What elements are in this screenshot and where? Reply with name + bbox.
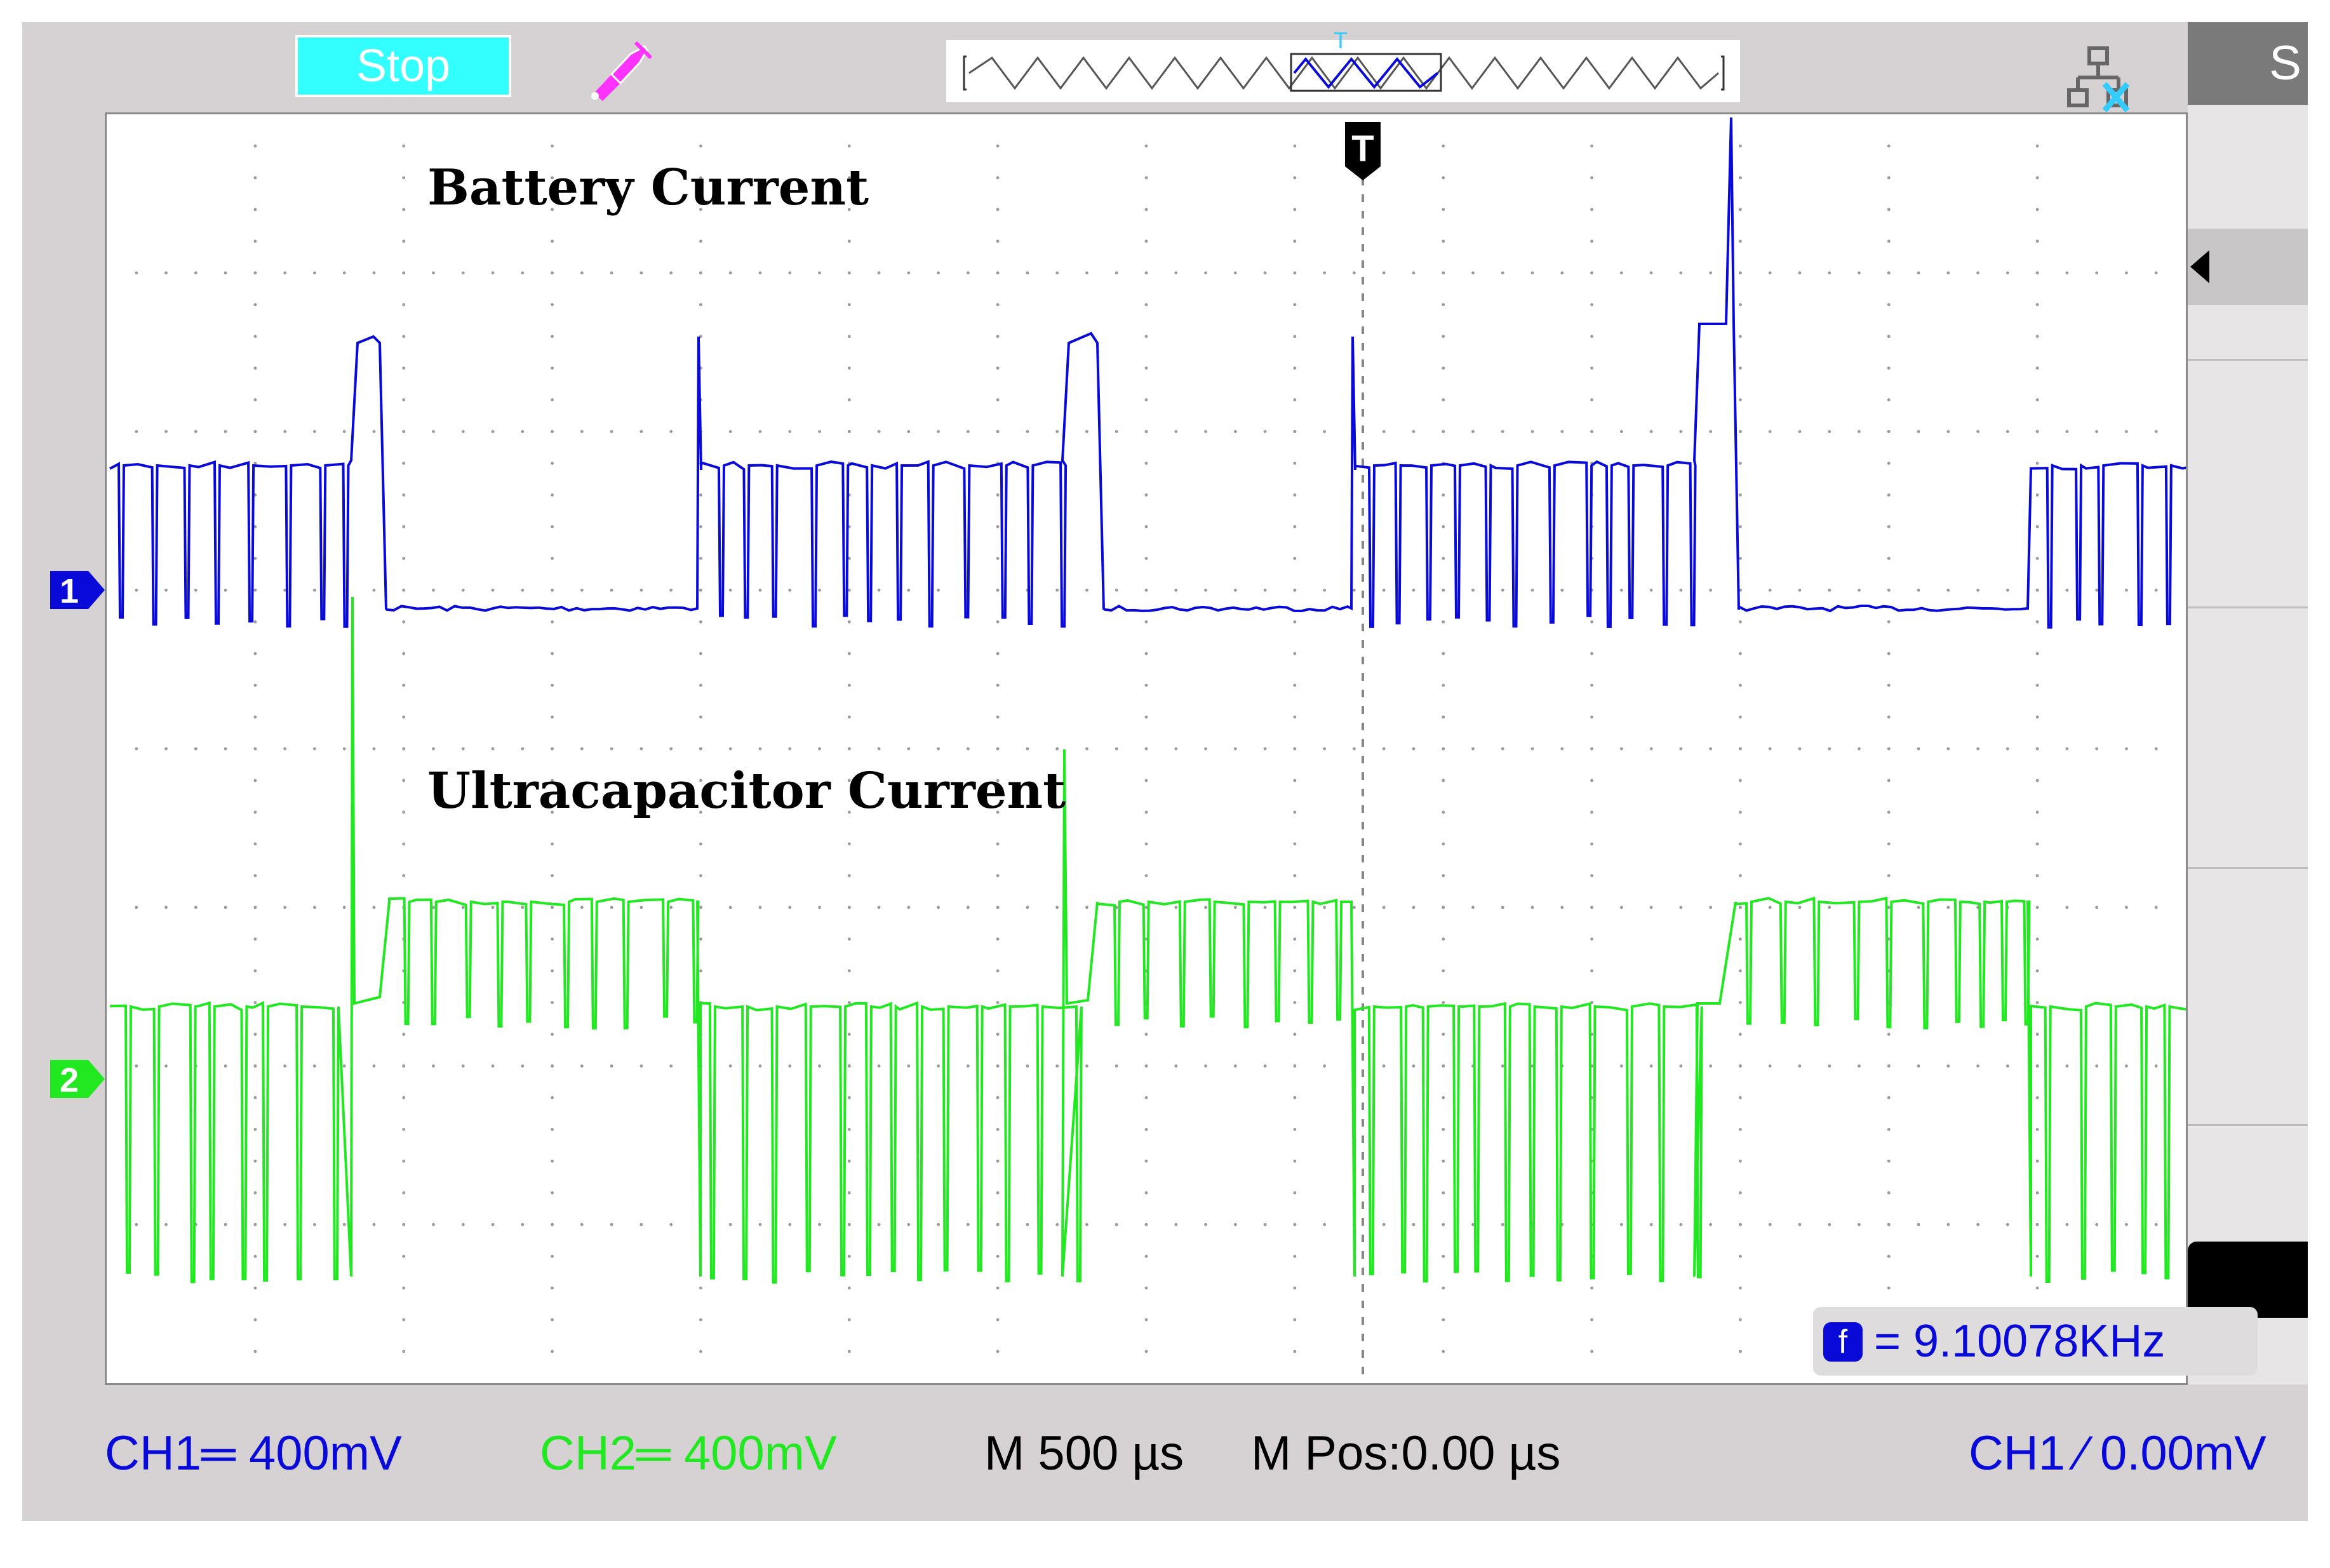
trigger-setting[interactable]: CH1 ∕ 0.00mV: [1969, 1426, 2266, 1480]
side-menu-divider: [2188, 867, 2308, 869]
graticule-grid: [135, 144, 2158, 1353]
probe-icon[interactable]: [581, 35, 657, 105]
channel1-marker[interactable]: 1: [50, 568, 106, 612]
frequency-icon: f: [1823, 1322, 1863, 1362]
run-stop-button[interactable]: Stop: [295, 35, 511, 97]
waveform-display: T Battery Current Ultracapacitor Current…: [105, 112, 2258, 1385]
trigger-line: [1362, 178, 1364, 1374]
trigger-point-marker: T: [1345, 122, 1381, 180]
side-menu-active-item[interactable]: [2188, 1242, 2308, 1318]
oscilloscope-screen: Stop T S: [22, 22, 2308, 1521]
waveform-position-bar[interactable]: [946, 40, 1740, 102]
channel2-trace: [109, 596, 2186, 1284]
ch1-scale[interactable]: CH1═ 400mV: [105, 1426, 402, 1480]
network-icon: [2067, 46, 2130, 112]
side-menu-divider: [2188, 606, 2308, 608]
battery-current-label: Battery Current: [427, 159, 869, 217]
timebase[interactable]: M 500 µs: [984, 1426, 1184, 1480]
side-menu-tab[interactable]: S: [2188, 22, 2308, 105]
ultracapacitor-current-label: Ultracapacitor Current: [427, 762, 1066, 820]
side-menu-divider: [2188, 359, 2308, 361]
side-menu-panel: S: [2188, 22, 2308, 1384]
status-bar: CH1═ 400mV CH2═ 400mV M 500 µs M Pos:0.0…: [22, 1388, 2308, 1521]
channel1-trace: [109, 117, 2186, 629]
horizontal-position[interactable]: M Pos:0.00 µs: [1251, 1426, 1561, 1480]
frequency-value: = 9.10078KHz: [1874, 1316, 2166, 1367]
trigger-position-marker: T: [1334, 27, 1348, 53]
side-menu-divider: [2188, 1124, 2308, 1126]
side-menu-selected-item[interactable]: [2188, 229, 2308, 305]
svg-text:1: 1: [60, 572, 79, 610]
channel2-marker[interactable]: 2: [50, 1057, 106, 1101]
frequency-readout: f = 9.10078KHz: [1813, 1307, 2258, 1376]
svg-text:2: 2: [60, 1061, 79, 1099]
svg-text:T: T: [1351, 128, 1374, 170]
collapse-arrow-icon: [2190, 250, 2209, 283]
ch2-scale[interactable]: CH2═ 400mV: [540, 1426, 837, 1480]
top-toolbar: Stop T: [22, 22, 2181, 112]
